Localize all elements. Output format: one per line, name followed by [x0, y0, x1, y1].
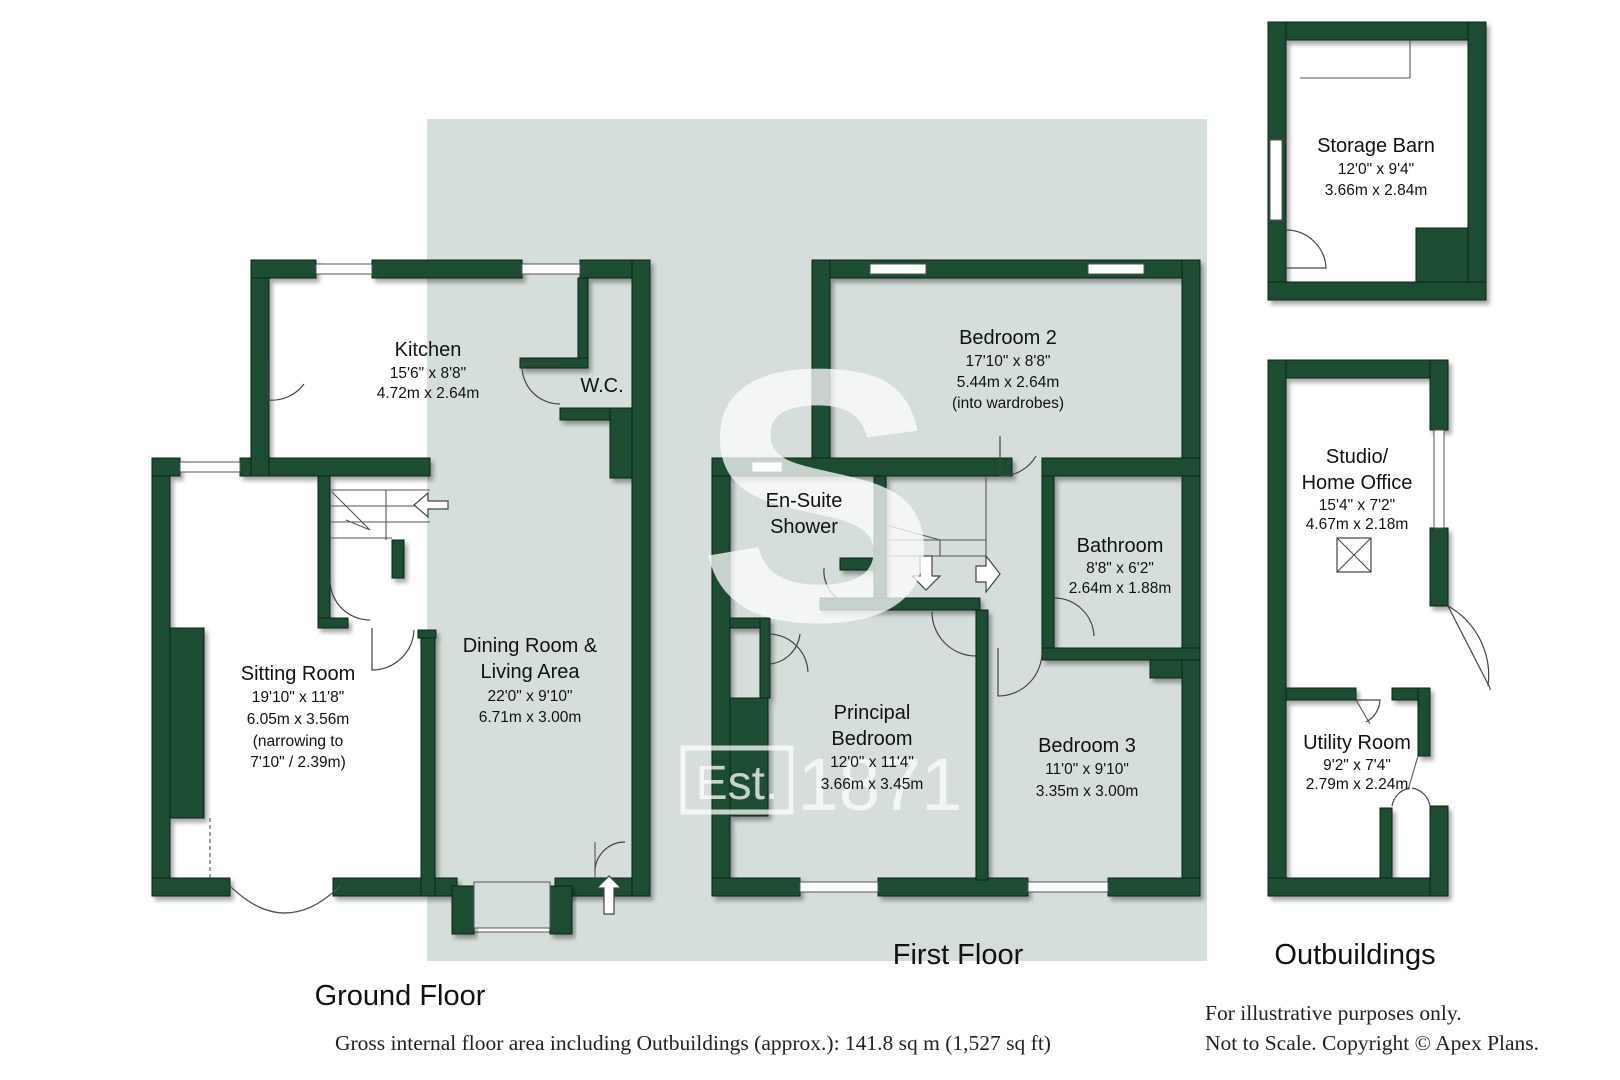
- dining-name1: Dining Room &: [463, 635, 598, 657]
- bedroom3-metric: 3.35m x 3.00m: [1036, 783, 1139, 800]
- sitting-note2: 7'10" / 2.39m): [250, 754, 345, 771]
- disclaimer-line2: Not to Scale. Copyright © Apex Plans.: [1205, 1031, 1539, 1055]
- front-porch: [451, 881, 573, 935]
- kitchen-name: Kitchen: [395, 339, 462, 361]
- sitting-imperial: 19'10" x 11'8": [252, 689, 344, 706]
- gross-area-text: Gross internal floor area including Outb…: [335, 1031, 1051, 1055]
- wc-name: W.C.: [580, 375, 623, 397]
- bedroom3-imperial: 11'0" x 9'10": [1045, 761, 1129, 778]
- utility-imperial: 9'2" x 7'4": [1323, 757, 1391, 774]
- stair-arrow-icon: [413, 491, 449, 519]
- ensuite-name1: En-Suite: [766, 490, 843, 512]
- disclaimer-line1: For illustrative purposes only.: [1205, 1001, 1462, 1025]
- barn-imperial: 12'0" x 9'4": [1338, 161, 1414, 178]
- kitchen-metric: 4.72m x 2.64m: [377, 385, 480, 402]
- studio-name2: Home Office: [1302, 472, 1413, 494]
- watermark-year: 1871: [798, 743, 963, 826]
- watermark: S Est. 1871: [680, 295, 963, 826]
- bedroom2-name: Bedroom 2: [959, 327, 1057, 349]
- kitchen-imperial: 15'6" x 8'8": [390, 365, 466, 382]
- barn-metric: 3.66m x 2.84m: [1325, 182, 1428, 199]
- bathroom-metric: 2.64m x 1.88m: [1069, 580, 1172, 597]
- ensuite-name2: Shower: [770, 516, 838, 538]
- principal-name2: Bedroom: [831, 728, 912, 750]
- first-floor-label: First Floor: [893, 939, 1024, 971]
- watermark-letter: S: [698, 295, 938, 697]
- barn-name: Storage Barn: [1317, 135, 1435, 157]
- bedroom2-metric: 5.44m x 2.64m: [957, 374, 1060, 391]
- studio-imperial: 15'4" x 7'2": [1319, 497, 1395, 514]
- bedroom2-imperial: 17'10" x 8'8": [965, 353, 1050, 370]
- dining-metric: 6.71m x 3.00m: [479, 709, 582, 726]
- outbuilding-details: [1269, 40, 1491, 807]
- ground-floor-walls: [151, 259, 651, 897]
- dining-imperial: 22'0" x 9'10": [487, 688, 572, 705]
- watermark-est-box: [680, 745, 794, 815]
- outbuilding-walls: [1267, 21, 1487, 897]
- ground-floor-doors: [267, 360, 626, 878]
- first-floor-doors: [769, 436, 1095, 697]
- entrance-arrow-icon: [595, 875, 623, 915]
- first-floor-walls: [711, 259, 1201, 897]
- watermark-panel: [427, 119, 1207, 961]
- outbuildings-label: Outbuildings: [1274, 939, 1435, 971]
- utility-metric: 2.79m x 2.24m: [1306, 776, 1409, 793]
- watermark-est: Est.: [696, 757, 779, 810]
- dining-name2: Living Area: [481, 661, 581, 683]
- landing-arrow-icon: [975, 554, 1001, 594]
- principal-name1: Principal: [834, 702, 911, 724]
- sitting-metric: 6.05m x 3.56m: [247, 711, 350, 728]
- principal-imperial: 12'0" x 11'4": [830, 754, 914, 771]
- utility-name: Utility Room: [1303, 732, 1411, 754]
- first-floor-windows: [751, 263, 1145, 893]
- stair-down-arrow-icon: [910, 555, 942, 591]
- bathroom-name: Bathroom: [1077, 535, 1164, 557]
- bathroom-imperial: 8'8" x 6'2": [1086, 560, 1154, 577]
- sitting-name: Sitting Room: [241, 663, 356, 685]
- bedroom3-name: Bedroom 3: [1038, 735, 1136, 757]
- skylight-icon: [1336, 537, 1372, 573]
- room-labels: Kitchen 15'6" x 8'8" 4.72m x 2.64m W.C. …: [241, 135, 1435, 800]
- principal-metric: 3.66m x 3.45m: [821, 776, 924, 793]
- studio-name1: Studio/: [1326, 446, 1389, 468]
- bedroom2-note: (into wardrobes): [952, 395, 1064, 412]
- sitting-note1: (narrowing to: [253, 733, 343, 750]
- ground-floor-label: Ground Floor: [315, 980, 486, 1012]
- studio-metric: 4.67m x 2.18m: [1306, 516, 1409, 533]
